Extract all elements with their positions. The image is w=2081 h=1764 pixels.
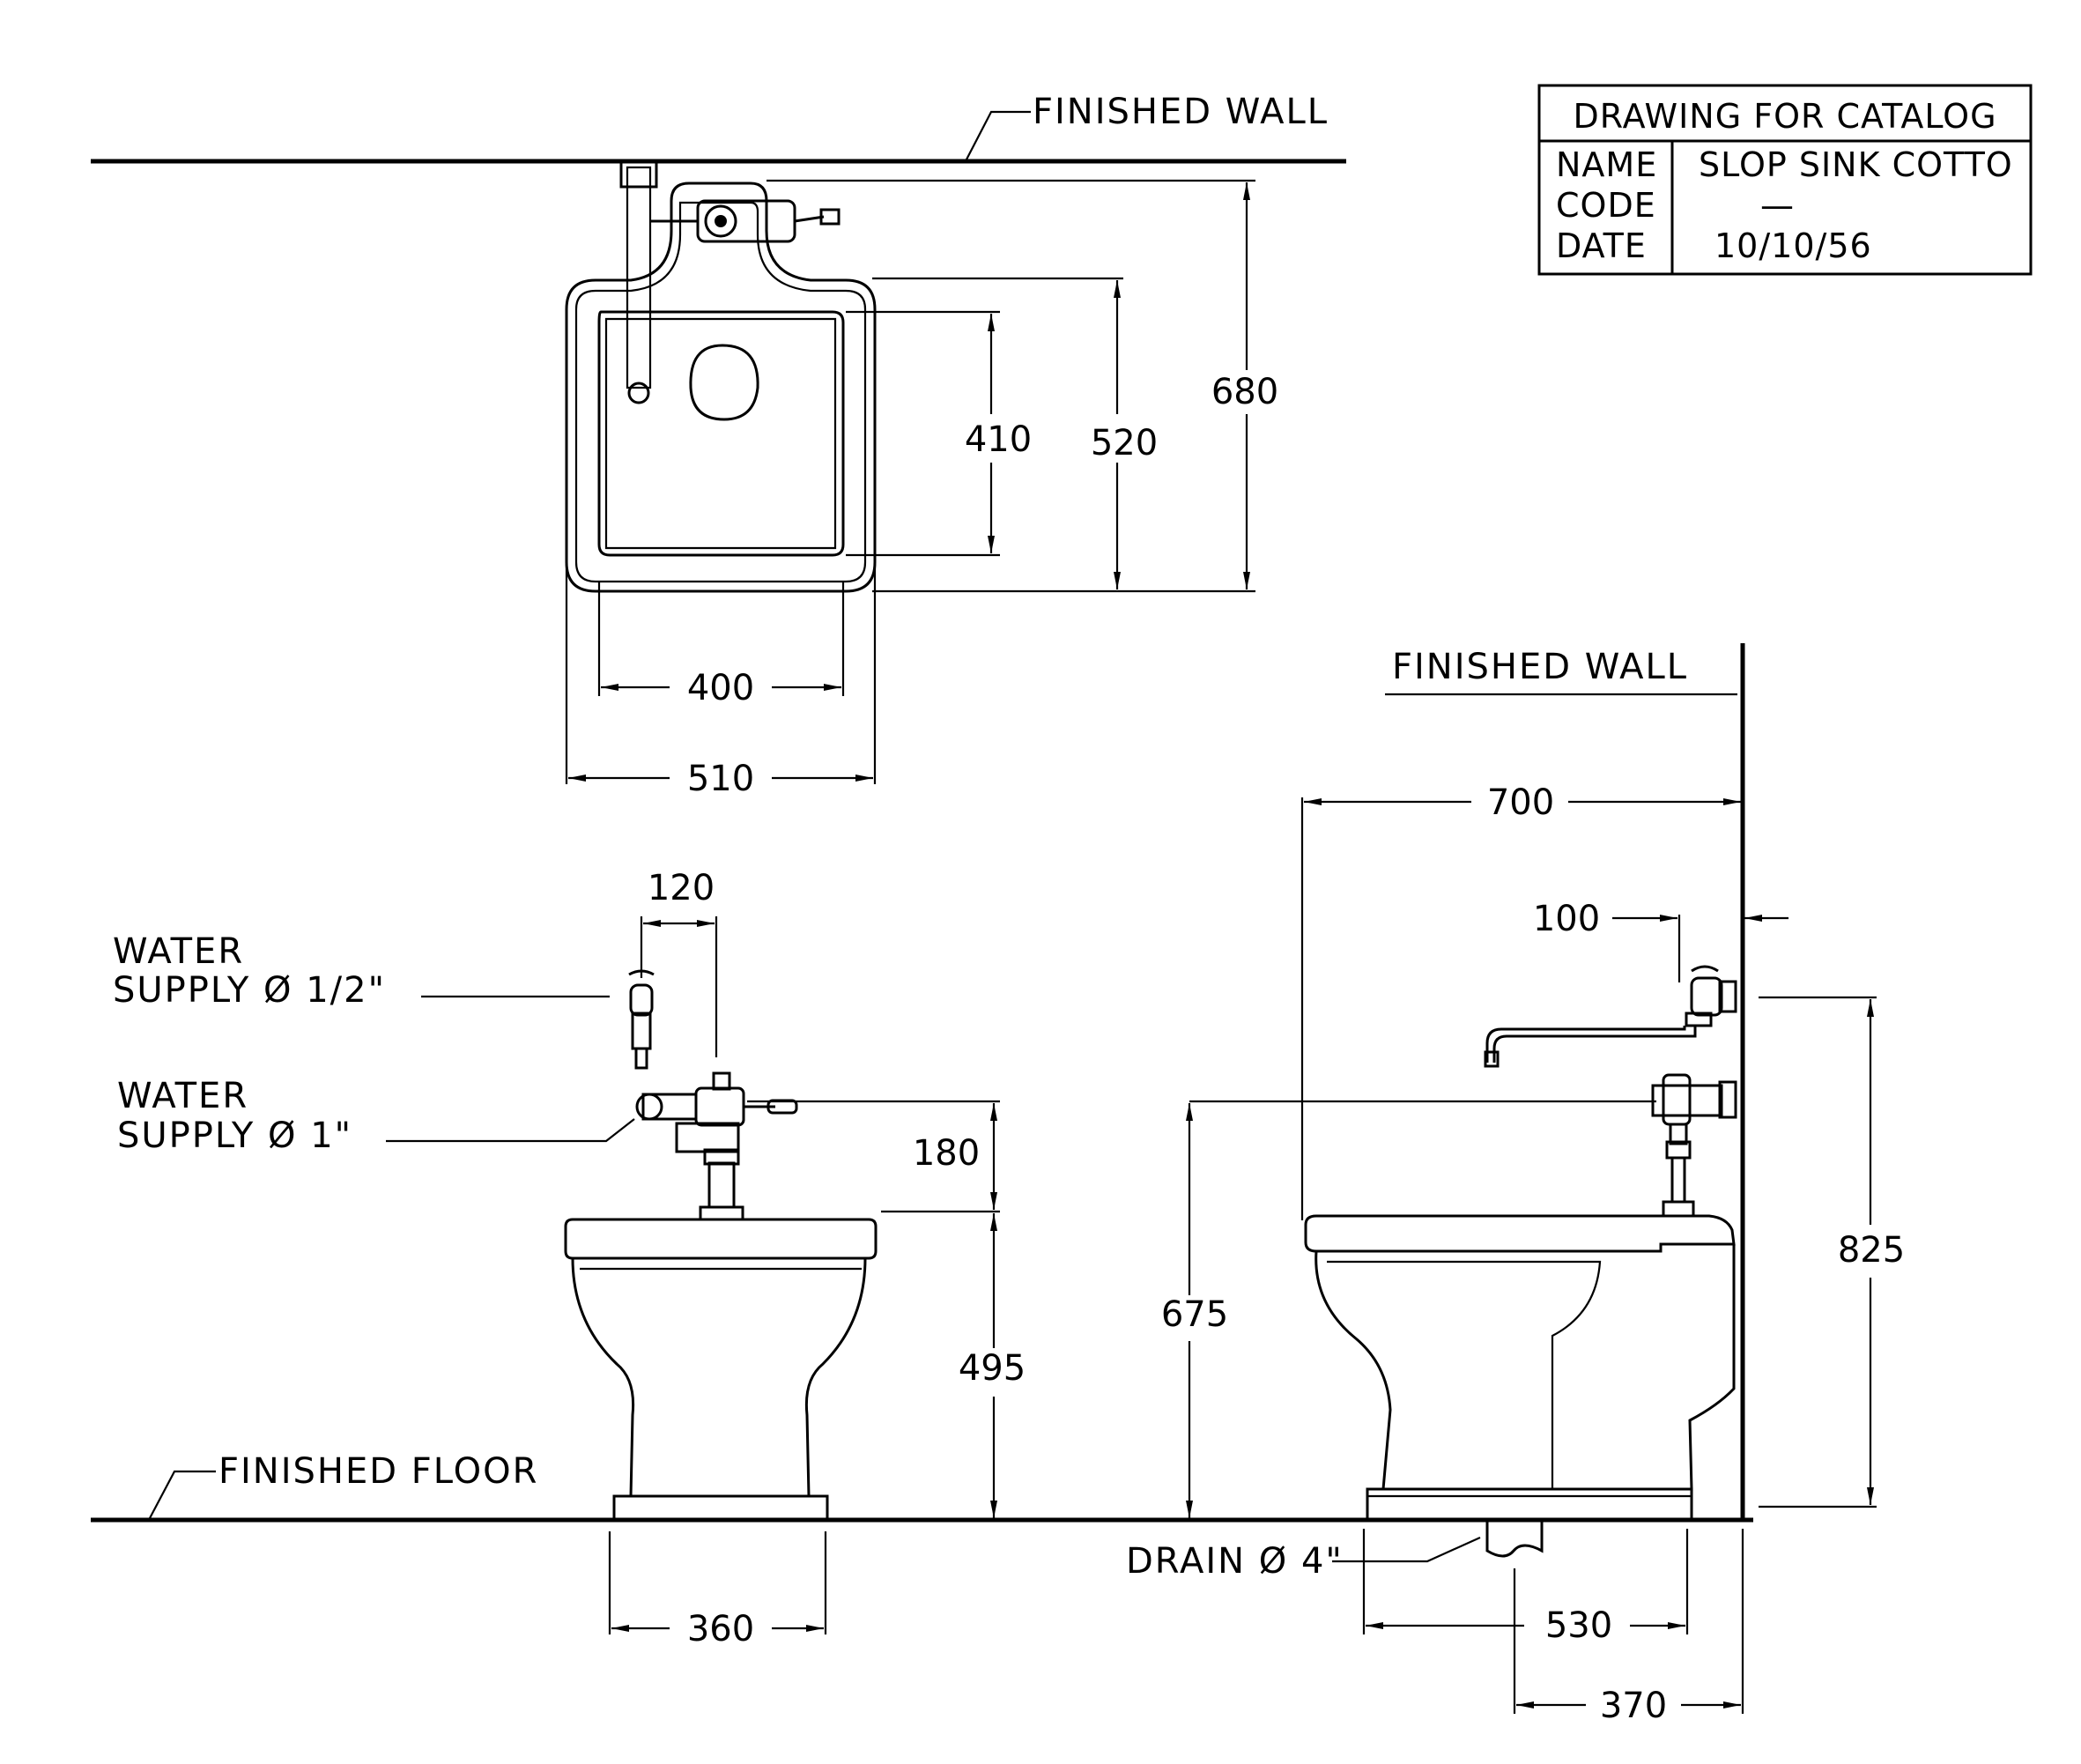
faucet-handle-side bbox=[1691, 965, 1719, 973]
water-supply-one-line1: WATER bbox=[117, 1076, 248, 1116]
dim-side-faucet-offset: 100 bbox=[1533, 899, 1600, 939]
water-supply-half-line1: WATER bbox=[113, 931, 244, 972]
dim-front-valve-height: 180 bbox=[913, 1133, 980, 1174]
dim-plan-total-width: 510 bbox=[687, 759, 754, 799]
drain-leader bbox=[1332, 1536, 1481, 1563]
valve-stem-plan bbox=[715, 215, 727, 227]
water-supply-one-leader bbox=[386, 1118, 635, 1143]
valve-spud-side bbox=[1662, 1200, 1695, 1218]
dim-front-base-width: 360 bbox=[687, 1609, 754, 1649]
finished-wall-leader-top bbox=[966, 110, 1031, 160]
wall-flange-plan bbox=[619, 159, 658, 189]
dim-side-valve-height: 675 bbox=[1161, 1294, 1228, 1335]
drain-plan bbox=[689, 344, 759, 421]
supply-pipe-front bbox=[634, 1047, 648, 1070]
bowl-front bbox=[571, 1257, 867, 1498]
water-supply-one-line2: SUPPLY Ø 1" bbox=[117, 1115, 352, 1156]
bowl-side bbox=[1315, 1244, 1736, 1491]
code-label: CODE bbox=[1556, 186, 1656, 225]
faucet-outlet-plan bbox=[627, 382, 650, 404]
basin-inner-plan bbox=[604, 317, 837, 550]
title-heading: DRAWING FOR CATALOG bbox=[1573, 97, 1996, 136]
flush-valve-front bbox=[694, 1086, 745, 1127]
date-label: DATE bbox=[1556, 226, 1647, 265]
rim-side bbox=[1304, 1214, 1736, 1253]
dim-side-faucet-height: 825 bbox=[1838, 1230, 1905, 1271]
dim-plan-bowl-depth: 520 bbox=[1091, 423, 1158, 463]
dim-side-total-depth: 700 bbox=[1487, 782, 1554, 823]
sink-rim-plan bbox=[574, 201, 867, 583]
base-side bbox=[1366, 1487, 1693, 1522]
dim-side-drain-offset: 370 bbox=[1600, 1686, 1667, 1726]
dim-plan-total-depth: 680 bbox=[1211, 372, 1278, 412]
trap-side bbox=[1327, 1260, 1602, 1489]
faucet-flange-side bbox=[1718, 980, 1737, 1013]
flush-valve-plan bbox=[696, 199, 796, 243]
faucet-body-side bbox=[1690, 976, 1723, 1017]
flush-valve-side bbox=[1662, 1073, 1692, 1126]
code-value: — bbox=[1760, 186, 1795, 225]
dim-plan-inner-depth: 410 bbox=[965, 419, 1032, 460]
valve-handle-grip-plan bbox=[819, 208, 841, 226]
faucet-spout-side bbox=[1485, 1026, 1697, 1063]
front-view: WATER SUPPLY Ø 1/2" WATER SUPPLY Ø 1" 12… bbox=[113, 868, 1026, 1649]
valve-inlet-front bbox=[635, 1093, 663, 1121]
finished-floor-label: FINISHED FLOOR bbox=[218, 1451, 538, 1492]
name-label: NAME bbox=[1556, 145, 1657, 184]
drain-label: DRAIN Ø 4" bbox=[1126, 1541, 1344, 1582]
date-value: 10/10/56 bbox=[1714, 226, 1872, 265]
valve-spud-front bbox=[699, 1205, 744, 1221]
valve-body-front bbox=[675, 1122, 740, 1153]
valve-pipe-front bbox=[641, 1093, 698, 1121]
sink-outline-plan bbox=[565, 182, 877, 593]
valve-body-plan bbox=[704, 204, 737, 238]
dim-side-base-depth: 530 bbox=[1545, 1605, 1612, 1646]
finished-wall-label-side: FINISHED WALL bbox=[1392, 647, 1688, 687]
water-supply-half-line2: SUPPLY Ø 1/2" bbox=[113, 970, 386, 1011]
rim-front bbox=[564, 1218, 878, 1260]
valve-flange-side bbox=[1718, 1080, 1737, 1119]
plan-view: FINISHED WALL 410 520 680 bbox=[91, 92, 1346, 799]
dim-front-rim-height: 495 bbox=[959, 1348, 1026, 1389]
base-front bbox=[612, 1494, 829, 1522]
title-block: DRAWING FOR CATALOG NAME CODE DATE SLOP … bbox=[1537, 84, 2033, 276]
basin-plan bbox=[597, 310, 845, 557]
name-value: SLOP SINK COTTO bbox=[1699, 145, 2013, 184]
supply-valve-front bbox=[629, 983, 654, 1017]
faucet-pipe-plan bbox=[626, 166, 652, 389]
side-view: FINISHED WALL 700 100 bbox=[1126, 643, 1905, 1726]
valve-handle-plan bbox=[794, 215, 825, 223]
finished-floor-leader bbox=[149, 1470, 216, 1519]
dim-plan-inner-width: 400 bbox=[687, 668, 754, 708]
finished-wall-label-top: FINISHED WALL bbox=[1033, 92, 1329, 132]
dim-front-supply-offset: 120 bbox=[648, 868, 715, 908]
drain-pipe-side bbox=[1485, 1522, 1544, 1558]
